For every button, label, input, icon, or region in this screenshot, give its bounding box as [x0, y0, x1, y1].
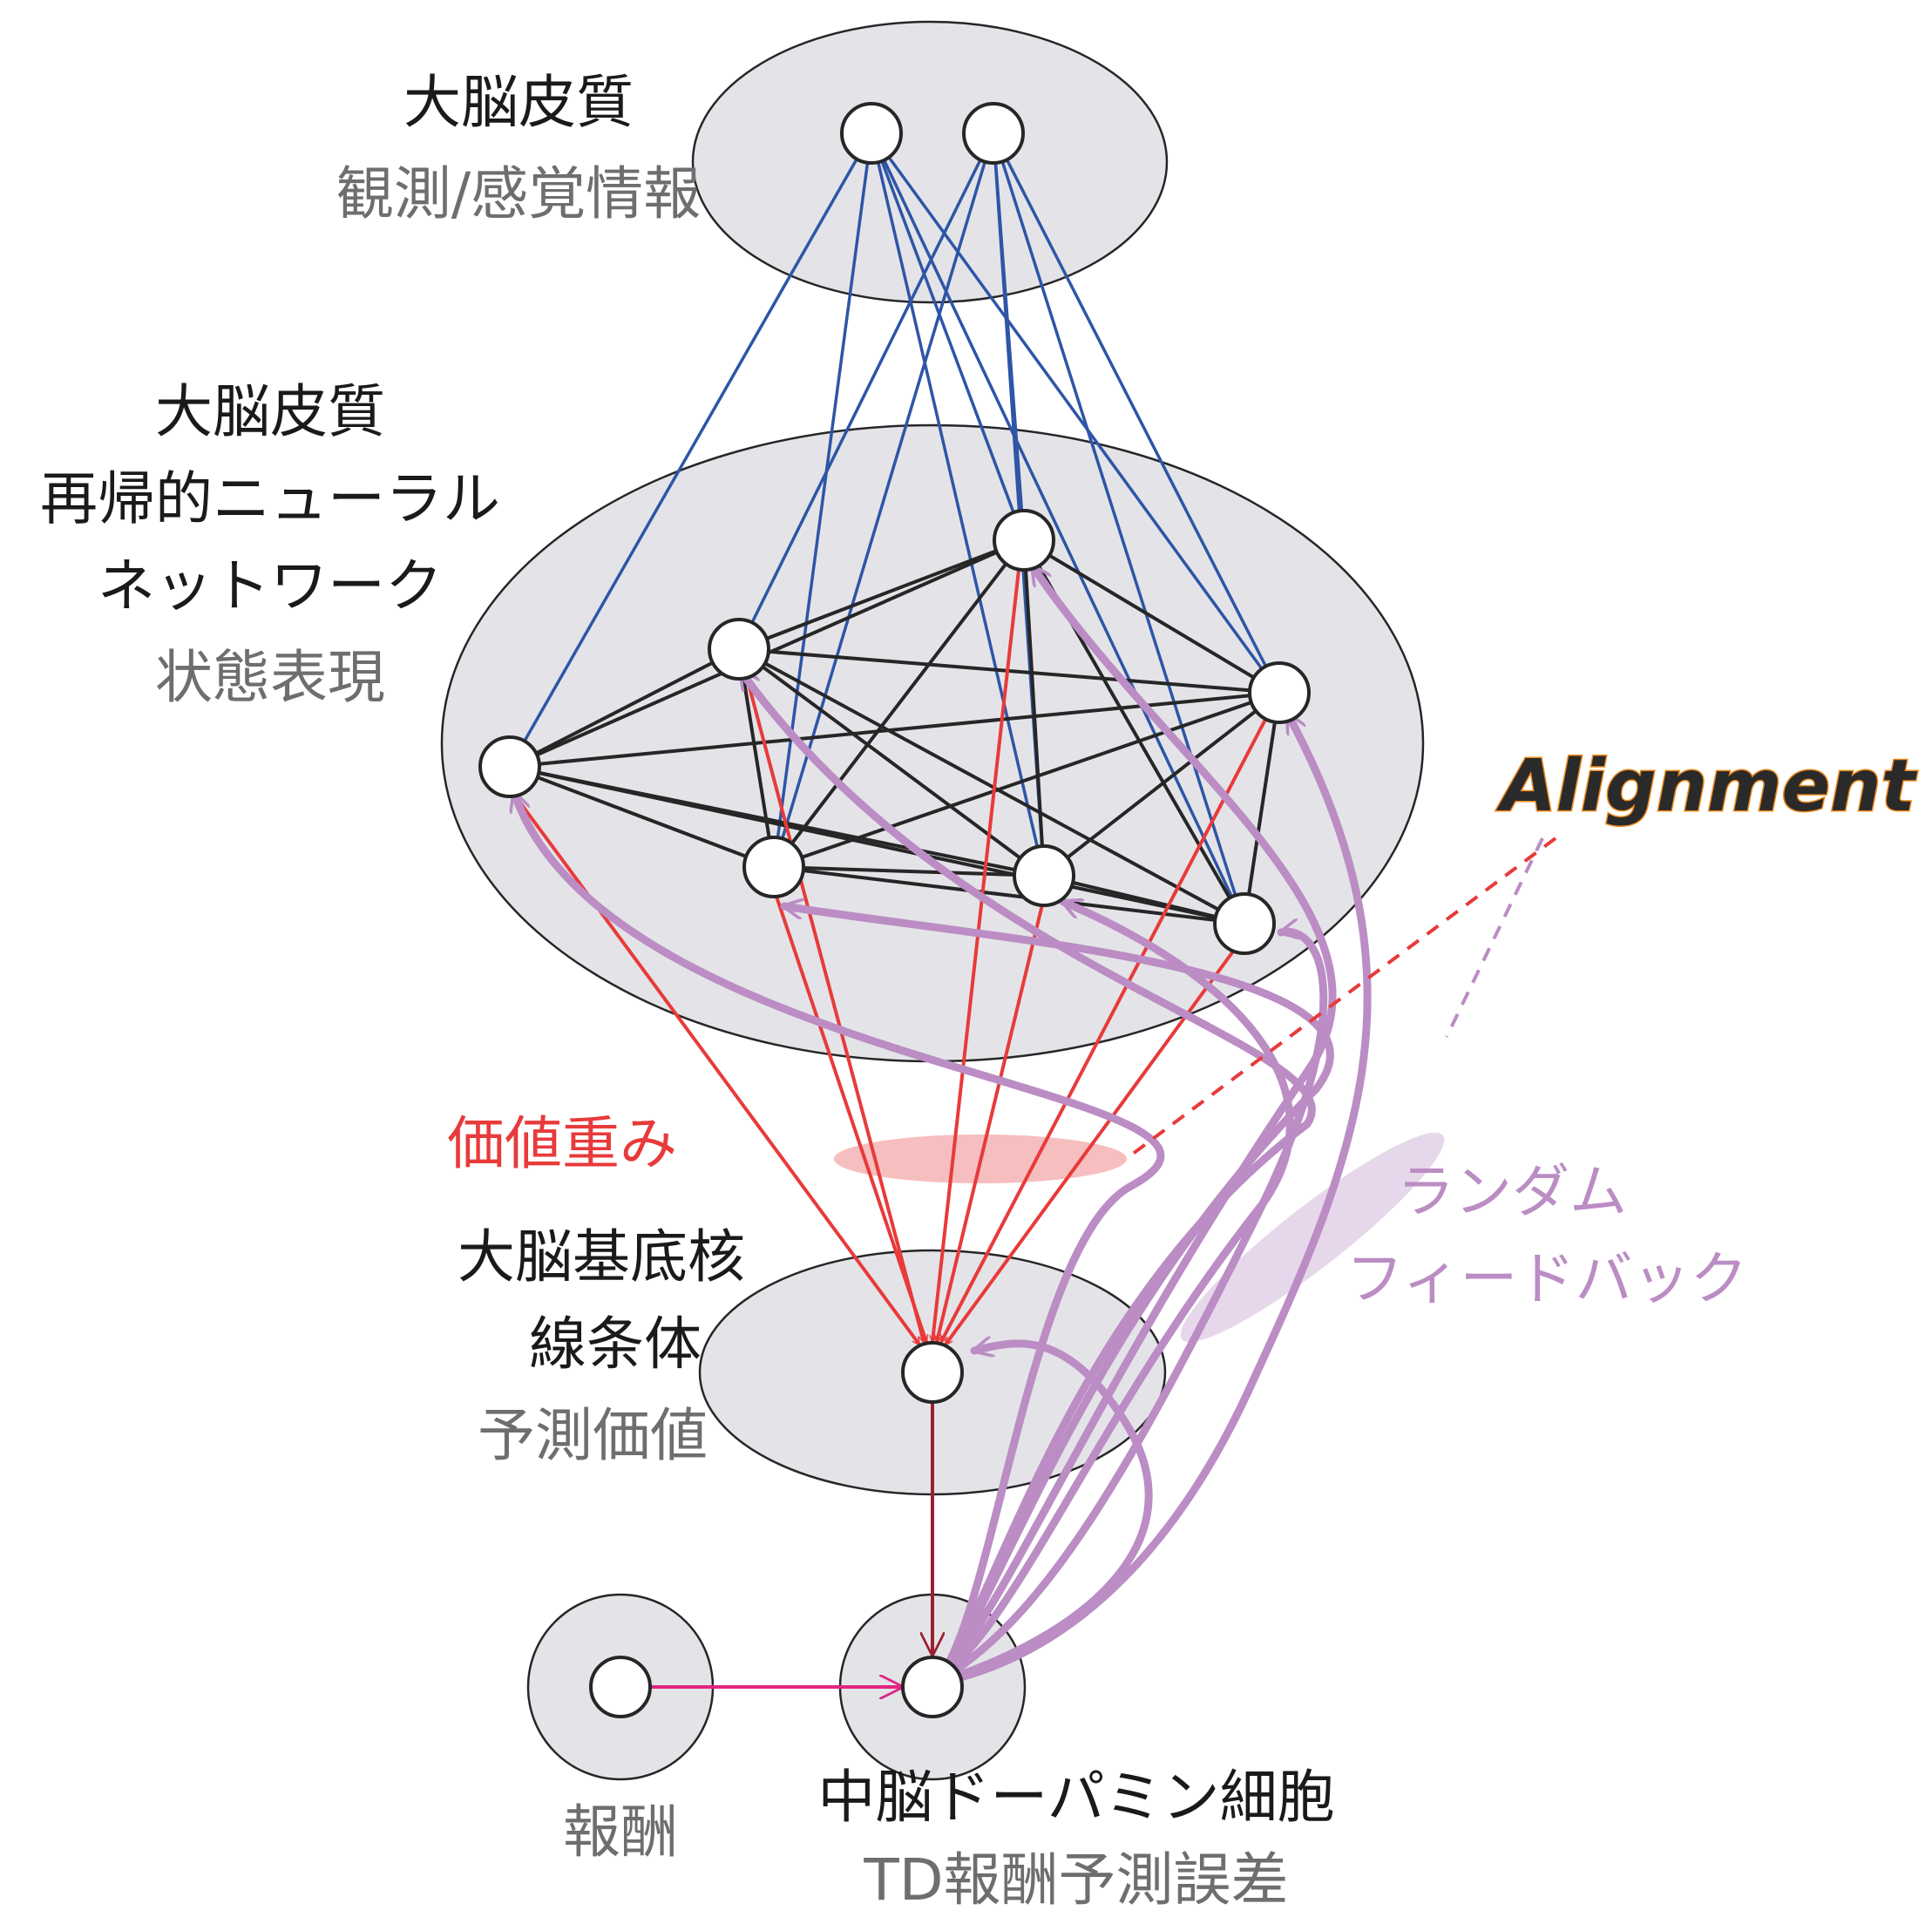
value-weights-label: 価値重み	[447, 1110, 677, 1177]
striatum-title-line2: 線条体	[529, 1311, 702, 1378]
random-feedback-connections	[514, 566, 1372, 1688]
neuron-rnn-6	[1013, 844, 1075, 907]
neuron-rnn-7	[1213, 892, 1276, 955]
striatum-subtitle: 予測価値	[478, 1402, 708, 1469]
rnn-subtitle: 状態表現	[155, 644, 385, 711]
striatum-title-line1: 大脳基底核	[458, 1223, 745, 1290]
neuron-reward	[589, 1656, 652, 1718]
neuron-rnn-3	[993, 509, 1055, 572]
neuron-rnn-2	[708, 618, 770, 681]
neuron-striatum	[901, 1341, 964, 1404]
sensory-title: 大脳皮質	[403, 69, 634, 136]
rnn-title-line3: ネットワーク	[98, 552, 443, 620]
sensory-to-rnn-connections	[508, 132, 1281, 925]
dopamine-subtitle: TD報酬予測誤差	[863, 1846, 1288, 1914]
alignment-dashed-purple	[1445, 837, 1544, 1038]
alignment-label: Alignment	[1495, 745, 1917, 828]
neuron-rnn-1	[478, 735, 541, 798]
rnn-title-line1: 大脳皮質	[155, 378, 385, 445]
region-cortex-sensory	[691, 20, 1169, 304]
neuron-sensory-1	[840, 102, 903, 165]
neuron-dopamine	[901, 1656, 964, 1718]
sensory-subtitle: 観測/感覚情報	[336, 160, 701, 227]
neurons	[478, 102, 1311, 1718]
neuron-sensory-2	[962, 102, 1025, 165]
neuron-rnn-4	[1248, 661, 1311, 724]
text-labels: 大脳皮質 観測/感覚情報 大脳皮質 再帰的ニューラル ネットワーク 状態表現 価…	[40, 69, 1919, 1914]
alignment-dashed-red	[1124, 837, 1557, 1161]
random-feedback-line2: フィードバック	[1346, 1245, 1748, 1312]
regions	[440, 20, 1425, 1781]
alignment-indicators	[1124, 837, 1557, 1161]
random-feedback-line1: ランダム	[1397, 1158, 1627, 1225]
rnn-title-line2: 再帰的ニューラル	[40, 465, 500, 532]
reward-label: 報酬	[563, 1798, 678, 1866]
dopamine-title: 中脳ドーパミン細胞	[817, 1764, 1334, 1831]
region-cortex-rnn	[440, 423, 1425, 1063]
neuron-rnn-5	[742, 836, 805, 898]
